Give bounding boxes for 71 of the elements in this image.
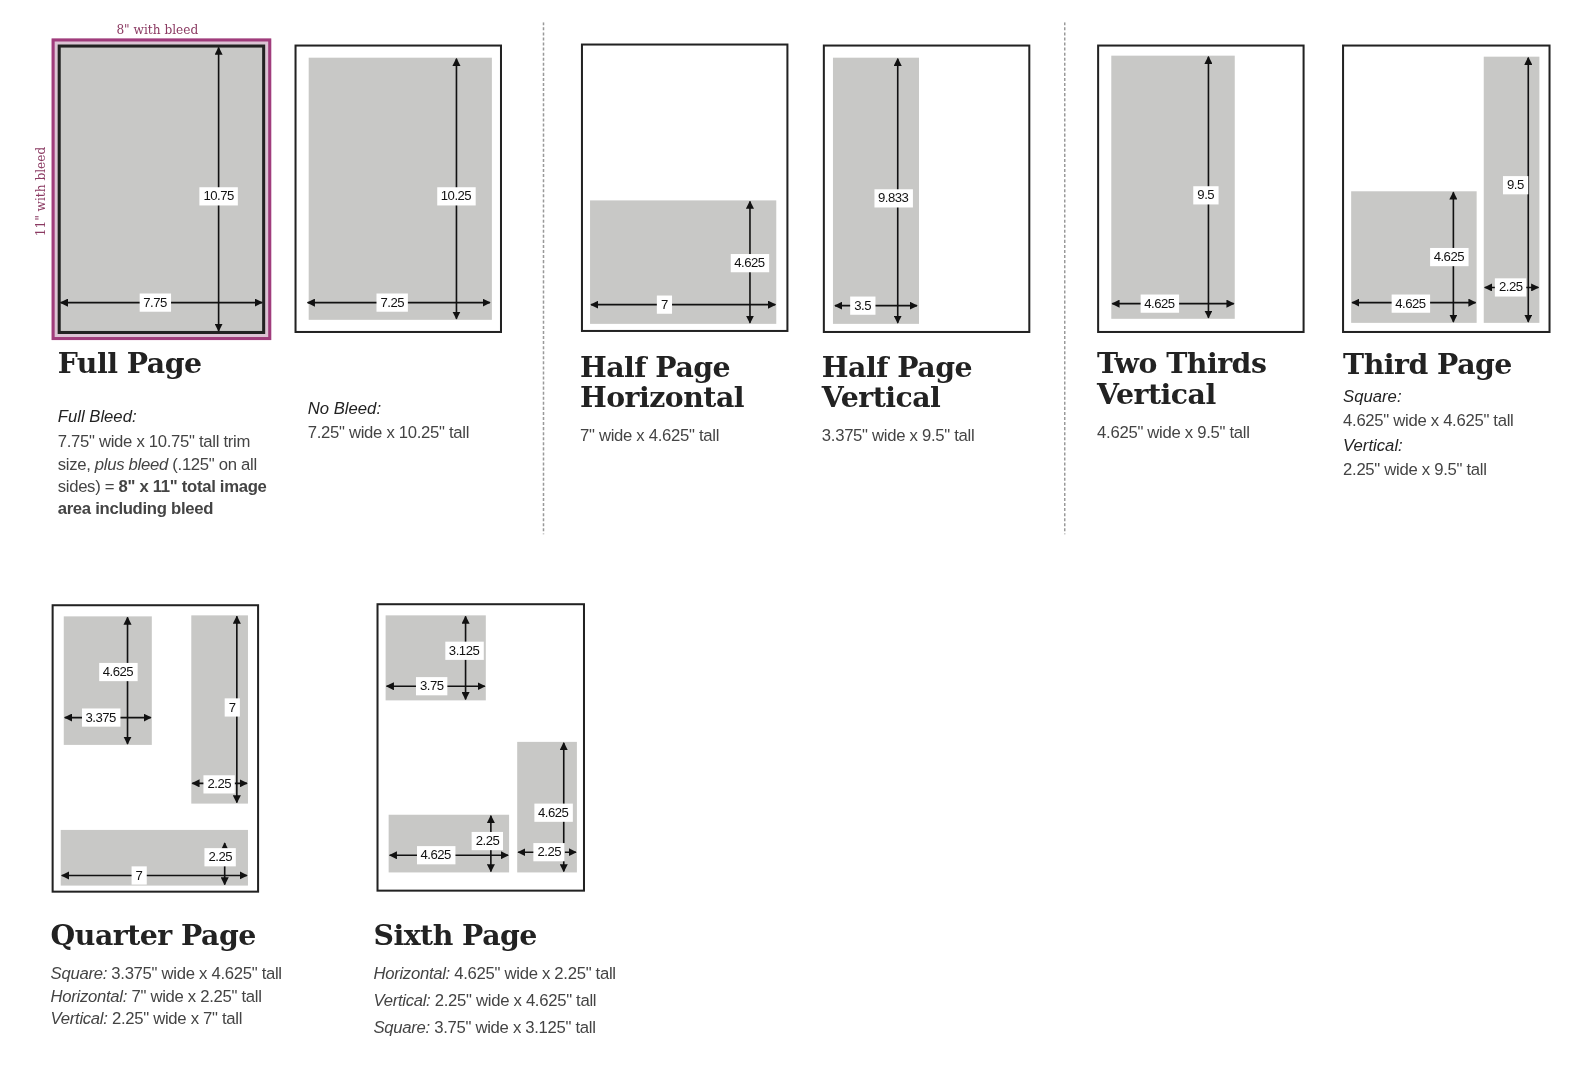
dimension-value: 3.125 <box>444 641 484 660</box>
section-heading: Two Thirds Vertical <box>1097 349 1268 410</box>
ad-area <box>190 614 248 804</box>
ad-area <box>63 615 152 745</box>
dimension-value: 10.25 <box>436 186 476 205</box>
page-frame <box>376 603 585 892</box>
section-heading: Sixth Page <box>373 921 537 952</box>
size-description: 2.25" wide x 9.5" tall <box>1343 458 1487 479</box>
size-label: Vertical: <box>1343 436 1403 456</box>
size-label: Full Bleed: <box>57 406 137 427</box>
dimension-value: 2.25 <box>204 847 237 866</box>
section-heading: Full Page <box>57 349 202 380</box>
dimension-value: 7 <box>656 295 672 314</box>
dimension-value: 4.625 <box>533 803 573 822</box>
section-heading: Half Page Vertical <box>821 352 973 413</box>
dimension-value: 4.625 <box>730 253 769 272</box>
dimension-value: 4.625 <box>1140 294 1179 313</box>
size-label: No Bleed: <box>307 398 381 418</box>
size-description: 7.75" wide x 10.75" tall trim size, plus bleed (.125" on all sides) = 8" x 11" total image area including bleed <box>57 431 268 520</box>
size-description: Square: 3.75" wide x 3.125" tall <box>373 1017 596 1038</box>
page-frame <box>1342 44 1551 333</box>
dimension-value: 2.25 <box>203 774 236 793</box>
ad-area <box>1483 56 1539 323</box>
size-description: Square: 3.375" wide x 4.625" tall <box>50 962 282 983</box>
ad-area <box>308 57 492 320</box>
ad-area <box>832 57 919 324</box>
ad-area <box>516 741 577 872</box>
dimension-value: 7 <box>131 865 147 885</box>
page-frame <box>822 44 1031 333</box>
ad-area <box>1350 190 1477 323</box>
dimension-value: 3.5 <box>850 296 876 315</box>
dimension-label: 11" with bleed <box>33 146 48 237</box>
dimension-value: 2.25 <box>471 831 504 850</box>
size-description: 7" wide x 4.625" tall <box>579 425 720 446</box>
dimension-value: 4.625 <box>1391 294 1430 313</box>
page-frame <box>580 43 789 332</box>
size-description: Vertical: 2.25" wide x 7" tall <box>50 1008 243 1029</box>
dimension-value: 3.75 <box>415 676 448 695</box>
dimension-value: 2.25 <box>1494 277 1527 297</box>
page-frame <box>294 44 502 333</box>
dimension-label: 8" with bleed <box>116 23 199 38</box>
section-heading: Quarter Page <box>50 921 256 952</box>
ad-area <box>388 814 509 872</box>
dimension-value: 7 <box>224 697 240 717</box>
dimension-value: 4.625 <box>1429 247 1469 266</box>
ad-area <box>385 614 486 700</box>
dimension-value: 10.75 <box>199 187 238 206</box>
size-label: Square: <box>1343 386 1402 406</box>
ad-area <box>60 829 248 886</box>
dimension-value: 9.833 <box>873 188 913 207</box>
dimension-value: 7.25 <box>376 293 409 312</box>
dimension-value: 3.375 <box>81 707 120 727</box>
section-heading: Third Page <box>1343 350 1512 381</box>
dimension-value: 7.75 <box>139 293 171 312</box>
size-description: Horizontal: 7" wide x 2.25" tall <box>50 985 262 1007</box>
size-description: 4.625" wide x 9.5" tall <box>1097 422 1250 443</box>
section-heading: Half Page Horizontal <box>579 352 746 413</box>
dimension-value: 4.625 <box>416 845 455 864</box>
ad-area <box>589 199 776 324</box>
page-frame <box>51 604 260 893</box>
dimension-value: 2.25 <box>533 842 566 861</box>
dimension-value: 9.5 <box>1193 185 1219 204</box>
size-description: 4.625" wide x 4.625" tall <box>1343 409 1514 431</box>
page-frame <box>1097 44 1305 333</box>
size-description: 7.25" wide x 10.25" tall <box>307 422 470 443</box>
size-description: 3.375" wide x 9.5" tall <box>821 425 975 446</box>
dimension-value: 4.625 <box>98 662 138 681</box>
dimension-value: 9.5 <box>1502 175 1528 194</box>
size-description: Vertical: 2.25" wide x 4.625" tall <box>373 989 597 1011</box>
size-description: Horizontal: 4.625" wide x 2.25" tall <box>373 962 616 983</box>
ad-area <box>1110 55 1235 319</box>
